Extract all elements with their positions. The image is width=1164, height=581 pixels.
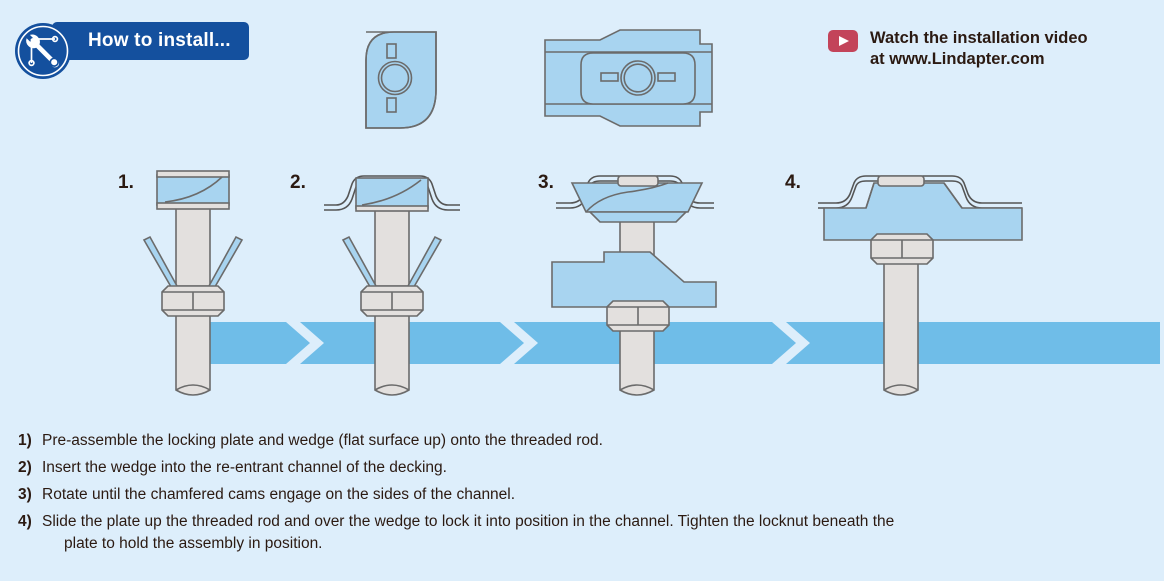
- step-2-illustration: 2.: [290, 172, 460, 396]
- step-1-number: 1.: [118, 172, 134, 193]
- wedge-plan-view: [365, 31, 437, 129]
- progress-band: [198, 322, 1160, 364]
- play-icon[interactable]: [828, 30, 858, 52]
- step-2-number: 2.: [290, 172, 306, 193]
- step-3-number: 3.: [538, 172, 554, 193]
- instruction-item-3: 3) Rotate until the chamfered cams engag…: [18, 484, 1148, 506]
- instruction-number-1: 1): [18, 432, 32, 449]
- video-line-1: Watch the installation video: [870, 29, 1088, 47]
- instruction-text-3: Rotate until the chamfered cams engage o…: [42, 486, 516, 503]
- step-3-illustration: 3.: [538, 172, 717, 396]
- instruction-item-2: 2) Insert the wedge into the re-entrant …: [18, 457, 1148, 479]
- installation-steps-diagram: .cfill { fill: #a8d4f0; } .mfill { fill:…: [118, 29, 1160, 396]
- instruction-number-2: 2): [18, 459, 32, 476]
- locking-plate-plan-view: [544, 29, 713, 127]
- instruction-number-4: 4): [18, 513, 32, 530]
- instructions-list: 1) Pre-assemble the locking plate and we…: [18, 430, 1148, 560]
- instruction-number-3: 3): [18, 486, 32, 503]
- instruction-item-1: 1) Pre-assemble the locking plate and we…: [18, 430, 1148, 452]
- step-1-illustration: 1.: [118, 170, 244, 396]
- instruction-text-2: Insert the wedge into the re-entrant cha…: [42, 459, 447, 476]
- video-line-2: at www.Lindapter.com: [870, 50, 1045, 68]
- step-4-number: 4.: [785, 172, 801, 193]
- video-callout[interactable]: Watch the installation video at www.Lind…: [828, 28, 1088, 70]
- how-to-install-label: How to install...: [88, 30, 231, 51]
- instruction-text-4-line2: plate to hold the assembly in position.: [64, 535, 323, 552]
- spanner-icon: [15, 23, 71, 79]
- instruction-text-4: Slide the plate up the threaded rod and …: [42, 511, 1148, 555]
- video-callout-text: Watch the installation video at www.Lind…: [870, 28, 1088, 70]
- instruction-item-4: 4) Slide the plate up the threaded rod a…: [18, 511, 1148, 555]
- step-4-illustration: 4.: [785, 172, 1023, 396]
- instruction-text-1: Pre-assemble the locking plate and wedge…: [42, 432, 603, 449]
- instruction-text-4-line1: Slide the plate up the threaded rod and …: [42, 513, 895, 530]
- how-to-install-pill: How to install...: [52, 22, 249, 60]
